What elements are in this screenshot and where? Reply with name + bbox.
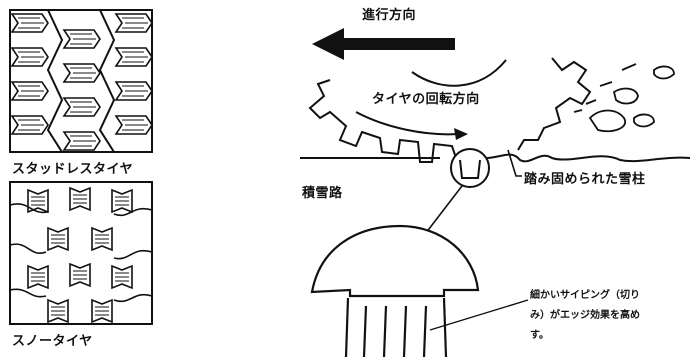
tire-rotation-label: タイヤの回転方向 [372,92,480,107]
sipe-note-line2: み）がエッジ効果を高め [530,310,640,321]
sipe-note-leader [429,299,529,331]
snow-pillar-leader [507,149,522,177]
sipe-note-line1: 細かいサイピング（切り [530,290,640,301]
studless-tread-pattern [9,9,153,153]
tire-wheel-arc [411,59,507,87]
tire-tread-outline [308,57,592,163]
detail-circle-block [459,159,481,179]
rotation-direction-arrow [355,111,468,140]
detail-circle [450,148,490,188]
studless-tire-caption: スタッドレスタイヤ [12,162,134,177]
detail-leader-line [421,185,463,239]
snow-tire-tread-pattern [9,181,153,325]
snowy-road-surface [300,153,691,163]
snow-tire-caption: スノータイヤ [12,334,93,349]
packed-snow-chunks [573,63,675,133]
travel-direction-label: 進行方向 [362,8,417,23]
enlarged-tread-block [310,224,480,357]
packed-snow-pillar-label: 踏み固められた雪柱 [524,172,646,187]
sipe-note-line3: す。 [530,330,549,341]
snowy-road-label: 積雪路 [302,186,343,201]
travel-direction-arrow [312,28,455,60]
